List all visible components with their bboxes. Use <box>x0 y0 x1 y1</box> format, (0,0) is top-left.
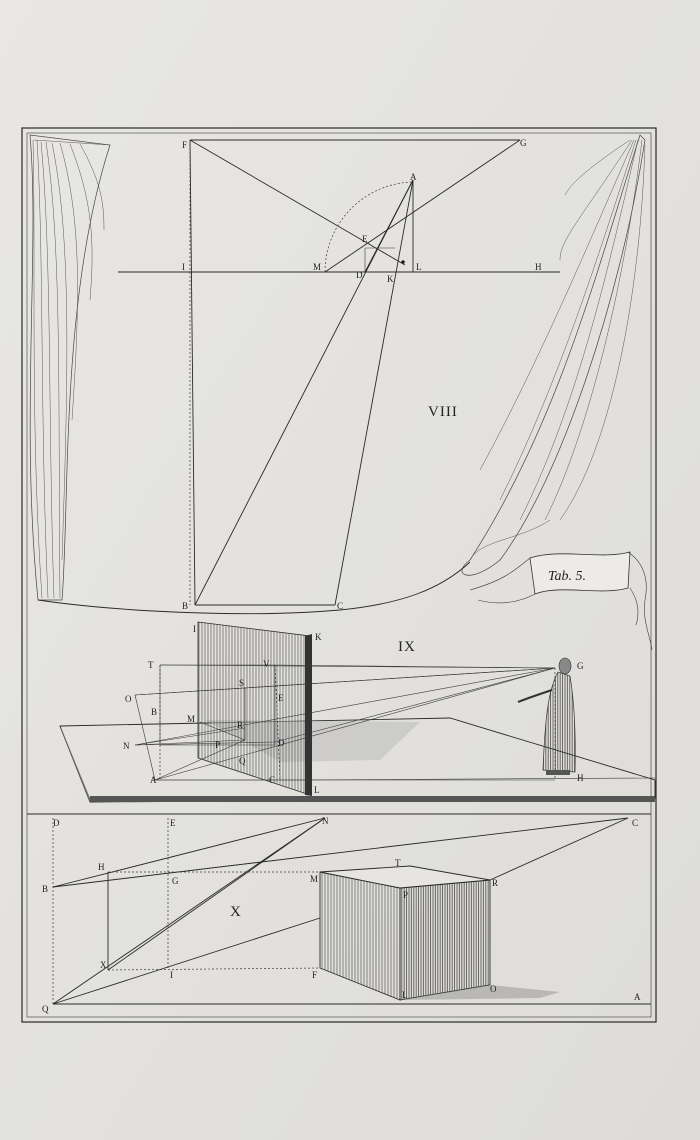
figure-number-x: X <box>230 904 242 920</box>
curtain-right <box>461 134 646 576</box>
line-ab <box>194 179 414 606</box>
cube-right-face <box>399 879 491 1001</box>
point-k <box>401 260 405 264</box>
curtain-left <box>29 134 111 601</box>
line-an <box>52 817 326 1005</box>
label-e: E <box>362 234 368 244</box>
figure-number-ix: IX <box>398 639 416 655</box>
observer-figure <box>517 657 576 775</box>
figure-x: D E N C H B G M T R P X I F L O Q A X <box>27 813 651 1014</box>
label-ix-t: T <box>148 660 154 670</box>
cube-top-face <box>319 865 491 889</box>
label-ix-c: C <box>269 775 275 785</box>
line-bn <box>52 817 326 888</box>
label-m: M <box>313 262 321 272</box>
figure-viii: F G A E I M D L K H B C VIII <box>29 134 646 615</box>
line-fb <box>189 139 196 606</box>
label-ix-s: S <box>239 678 244 688</box>
line-ad <box>364 179 414 273</box>
label-ix-l: L <box>314 785 320 795</box>
label-x-g: G <box>172 876 179 886</box>
sight-a <box>154 667 556 781</box>
label-i: I <box>182 262 185 272</box>
label-ix-v: V <box>263 659 270 669</box>
label-x-i: X <box>100 960 107 970</box>
label-x-e: E <box>170 818 176 828</box>
ground-line <box>299 777 656 781</box>
plate-inner-border <box>26 132 652 1018</box>
label-ix-g: G <box>577 661 584 671</box>
line-oa <box>134 694 156 781</box>
label-x-r: R <box>492 878 498 888</box>
figure-ix: I K T V S O E B M R N D P Q A C L G H IX <box>59 621 656 803</box>
line-gm <box>324 139 521 273</box>
label-d: D <box>356 270 363 280</box>
sight-v <box>274 664 556 669</box>
label-l: L <box>416 262 422 272</box>
sight-o <box>134 667 556 696</box>
label-x-v: A <box>634 992 641 1002</box>
label-x-o: L <box>402 990 408 1000</box>
picture-plane-edge <box>305 634 312 796</box>
sight-d <box>274 667 556 743</box>
label-g: G <box>520 138 527 148</box>
curtain-right-folds <box>469 139 646 561</box>
line-ac <box>334 179 414 606</box>
label-ix-b: B <box>151 707 157 717</box>
label-b: B <box>182 601 188 611</box>
label-ix-r: R <box>237 720 243 730</box>
label-ix-h: H <box>577 773 584 783</box>
label-x-q: O <box>490 984 497 994</box>
label-ix-k: K <box>315 632 322 642</box>
line-nd <box>134 741 276 746</box>
line-aq <box>154 739 246 781</box>
line-fk <box>189 139 406 266</box>
line-vc-dotted <box>274 664 281 781</box>
label-x-n: N <box>322 816 329 826</box>
ground-plane-edge <box>60 726 90 802</box>
label-ix-a: A <box>150 775 157 785</box>
figure-number-viii: VIII <box>428 404 458 420</box>
label-x-a: Q <box>42 1004 49 1014</box>
banner-scroll: Tab. 5. <box>469 551 653 651</box>
label-k: K <box>387 274 394 284</box>
line-rc <box>489 817 629 881</box>
label-c: C <box>337 601 343 611</box>
label-x-b: B <box>42 884 48 894</box>
label-ix-i: I <box>193 624 196 634</box>
line-bc <box>52 817 629 888</box>
label-x-h: H <box>98 862 105 872</box>
line-in <box>107 817 326 971</box>
label-ix-p: P <box>215 740 220 750</box>
line-np <box>134 727 246 746</box>
line-mq <box>199 721 246 741</box>
label-x-l: F <box>312 970 317 980</box>
curtain-left-folds <box>32 139 111 599</box>
ground-plane-front <box>90 796 655 802</box>
label-ix-o: O <box>125 694 132 704</box>
label-x-f: I <box>170 970 173 980</box>
arc-am <box>324 181 414 273</box>
banner-label: Tab. 5. <box>548 569 586 584</box>
line-al <box>52 917 321 1005</box>
label-ix-d: D <box>278 738 285 748</box>
label-x-c: C <box>632 818 638 828</box>
label-ix-m: M <box>187 714 195 724</box>
label-ix-e: E <box>278 693 284 703</box>
sight-n <box>134 667 556 746</box>
label-x-d: D <box>53 818 60 828</box>
label-x-t: T <box>395 858 401 868</box>
label-x-p: P <box>403 890 408 900</box>
plate-border <box>21 127 657 1023</box>
label-ix-q: Q <box>239 756 246 766</box>
label-ix-n: N <box>123 741 130 751</box>
label-x-m: M <box>310 874 318 884</box>
label-a: A <box>410 172 417 182</box>
curtain-bottom-edge <box>37 561 471 615</box>
line-il-dotted <box>107 967 321 971</box>
cube-shadow <box>400 985 560 1000</box>
label-h: H <box>535 262 542 272</box>
label-f: F <box>182 140 187 150</box>
